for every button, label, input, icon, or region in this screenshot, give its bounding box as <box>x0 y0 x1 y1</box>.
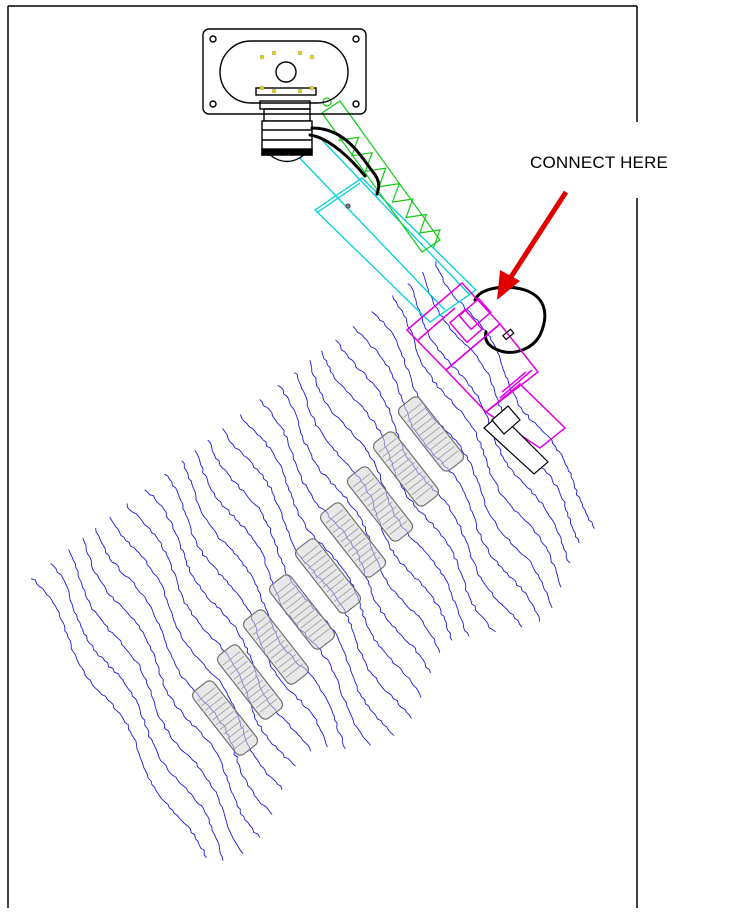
fiber-strand <box>30 578 207 858</box>
roller-pad <box>397 396 465 472</box>
fiber-strand <box>126 503 296 767</box>
roller-pads <box>191 396 465 756</box>
output-stub <box>483 328 549 475</box>
fiber-strand <box>435 261 595 529</box>
fiber-strand <box>277 385 441 653</box>
actuator-connector <box>405 281 567 449</box>
spring <box>321 97 441 253</box>
fiber-strand <box>95 528 273 815</box>
roller-pad <box>294 538 362 614</box>
fiber-strand <box>68 549 244 854</box>
roller-pad <box>268 574 336 650</box>
shaft <box>291 139 478 323</box>
roller-pad <box>372 431 440 507</box>
fiber-strand <box>321 350 496 633</box>
mount-plate <box>202 28 367 115</box>
fiber-strand <box>371 311 553 609</box>
fiber-strand <box>181 460 346 750</box>
mount-holes <box>259 50 315 94</box>
fiber-strand <box>82 537 261 838</box>
roller-pad <box>216 644 284 720</box>
fiber-strand <box>392 295 562 588</box>
fiber-strand <box>422 271 580 544</box>
fiber-strand <box>352 325 540 622</box>
fiber-strand <box>50 563 224 861</box>
roller-pad <box>346 466 414 542</box>
connect-here-label: CONNECT HERE <box>530 153 669 172</box>
callout-arrow <box>497 190 569 300</box>
page-frame <box>7 5 638 908</box>
roller-pad <box>319 502 387 578</box>
roller-pad <box>191 680 259 756</box>
fiber-strand <box>239 414 422 698</box>
roller-pad <box>242 609 310 685</box>
fiber-strand <box>109 516 283 790</box>
motor-housing <box>259 100 313 163</box>
fiber-strand <box>164 473 328 748</box>
